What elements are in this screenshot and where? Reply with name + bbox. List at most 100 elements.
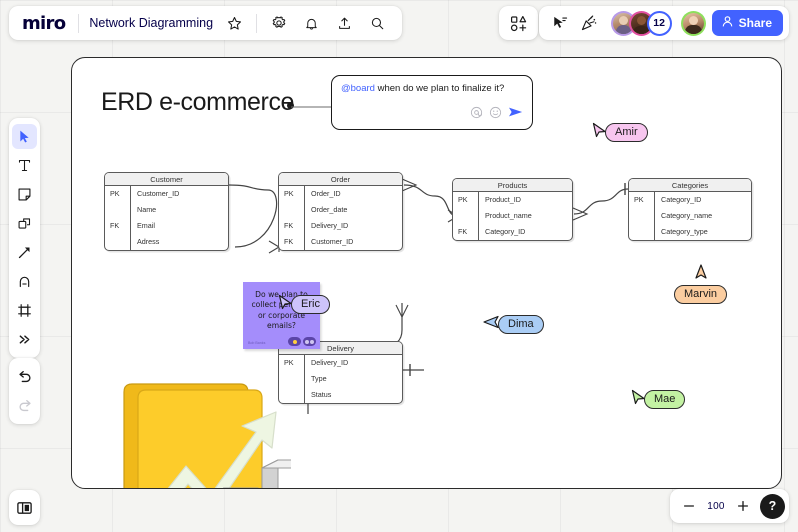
erd-key-cell: PK xyxy=(458,195,468,204)
erd-table-title: Customer xyxy=(105,173,228,186)
cursor-pointer xyxy=(278,294,293,315)
miro-logo[interactable]: miro xyxy=(22,12,66,34)
erd-key-cell: FK xyxy=(284,237,294,246)
erd-key-cell: PK xyxy=(284,189,294,198)
zoom-controls: 100 ? xyxy=(670,489,789,523)
erd-field-cell: Name xyxy=(137,205,157,214)
erd-field-cell: Adress xyxy=(137,237,160,246)
erd-table-title: Categories xyxy=(629,179,751,192)
collaborator-cursor-eric: Eric xyxy=(278,294,330,315)
cursor-pointer xyxy=(694,264,708,285)
divider xyxy=(78,13,80,33)
erd-field-cell: Type xyxy=(311,374,327,383)
undo-button[interactable] xyxy=(12,364,37,389)
sticky-note-author: Bob Banks xyxy=(248,341,266,345)
cursor-pointer xyxy=(631,389,646,410)
reaction-badge-1[interactable] xyxy=(288,337,301,346)
erd-key-cell: FK xyxy=(458,227,468,236)
at-mention-icon[interactable] xyxy=(470,106,483,124)
collaborator-cursor-marvin: Marvin xyxy=(674,264,728,304)
tool-text[interactable] xyxy=(12,153,37,178)
collaborator-cursor-mae: Mae xyxy=(631,389,686,410)
erd-field-cell: Product_name xyxy=(485,211,532,220)
erd-field-cell: Delivery_ID xyxy=(311,358,349,367)
app-header-bar: miro Network Diagramming xyxy=(9,6,403,40)
collaborator-count-badge[interactable]: 12 xyxy=(646,10,672,36)
tool-pen[interactable] xyxy=(12,269,37,294)
sticky-note[interactable]: Do we plan to collect personal or corpor… xyxy=(243,282,320,349)
erd-field-cell: Category_ID xyxy=(661,195,702,204)
cursor-name-label: Marvin xyxy=(674,285,728,304)
cursor-name-label: Mae xyxy=(644,390,686,409)
collaboration-bar: 12 Share xyxy=(538,6,789,40)
cursor-name-label: Eric xyxy=(291,295,330,314)
emoji-smiley-icon[interactable] xyxy=(489,106,502,124)
board-canvas-frame[interactable]: ERD e-commerce @board when do we plan to… xyxy=(71,57,782,489)
notifications-bell-icon[interactable] xyxy=(300,12,323,35)
collaborator-cursor-amir: Amir xyxy=(592,122,648,143)
erd-key-cell xyxy=(105,202,130,218)
avatar-group[interactable]: 12 xyxy=(610,10,706,36)
erd-field-cell: Order_ID xyxy=(311,189,341,198)
zoom-out-button[interactable] xyxy=(678,495,700,517)
avatar-current-user[interactable] xyxy=(680,10,706,36)
cursor-chat-icon[interactable] xyxy=(549,12,572,35)
celebrate-confetti-icon[interactable] xyxy=(578,12,601,35)
erd-key-cell xyxy=(105,234,130,250)
settings-gear-icon[interactable] xyxy=(267,12,290,35)
zoom-level-value[interactable]: 100 xyxy=(707,500,725,512)
page-title: ERD e-commerce xyxy=(101,88,295,116)
open-panel-button[interactable] xyxy=(12,495,37,520)
help-button[interactable]: ? xyxy=(760,493,785,519)
comment-body: when do we plan to finalize it? xyxy=(374,83,505,94)
comment-anchor-dot xyxy=(287,102,294,109)
tool-connection-line[interactable] xyxy=(12,240,37,265)
erd-key-cell: PK xyxy=(110,189,120,198)
tool-sticky-note[interactable] xyxy=(12,182,37,207)
erd-field-cell: Email xyxy=(137,221,155,230)
tool-shapes[interactable] xyxy=(12,211,37,236)
erd-key-cell xyxy=(279,202,304,218)
divider xyxy=(256,13,258,33)
erd-field-cell: Customer_ID xyxy=(311,237,354,246)
mention-tag[interactable]: @board xyxy=(341,83,375,94)
history-toolbar xyxy=(9,358,40,424)
reaction-badge-2[interactable] xyxy=(303,337,316,346)
comment-composer[interactable]: @board when do we plan to finalize it? xyxy=(331,75,533,130)
send-arrow-icon[interactable] xyxy=(508,105,524,124)
erd-key-cell xyxy=(629,208,654,224)
person-icon xyxy=(721,15,734,31)
apps-grid-icon[interactable] xyxy=(507,12,530,35)
redo-button[interactable] xyxy=(12,393,37,418)
cursor-name-label: Amir xyxy=(605,123,648,142)
erd-key-cell xyxy=(453,208,478,224)
erd-key-column: PK FK FK xyxy=(279,186,305,250)
tool-frame[interactable] xyxy=(12,298,37,323)
chart-illustration-image[interactable] xyxy=(116,370,313,488)
sticky-note-reactions[interactable] xyxy=(288,337,316,346)
search-icon[interactable] xyxy=(366,12,389,35)
tool-select[interactable] xyxy=(12,124,37,149)
cursor-name-label: Dima xyxy=(498,315,544,334)
erd-key-cell: FK xyxy=(284,221,294,230)
tool-more[interactable] xyxy=(12,327,37,352)
star-icon[interactable] xyxy=(223,12,246,35)
erd-field-cell: Order_date xyxy=(311,205,348,214)
share-button-label: Share xyxy=(738,16,772,30)
erd-key-column: PK xyxy=(629,192,655,240)
erd-key-cell: PK xyxy=(284,358,294,367)
zoom-in-button[interactable] xyxy=(732,495,754,517)
erd-key-column: PK FK xyxy=(453,192,479,240)
board-title[interactable]: Network Diagramming xyxy=(89,16,214,30)
upload-icon[interactable] xyxy=(333,12,356,35)
share-button[interactable]: Share xyxy=(711,10,783,36)
